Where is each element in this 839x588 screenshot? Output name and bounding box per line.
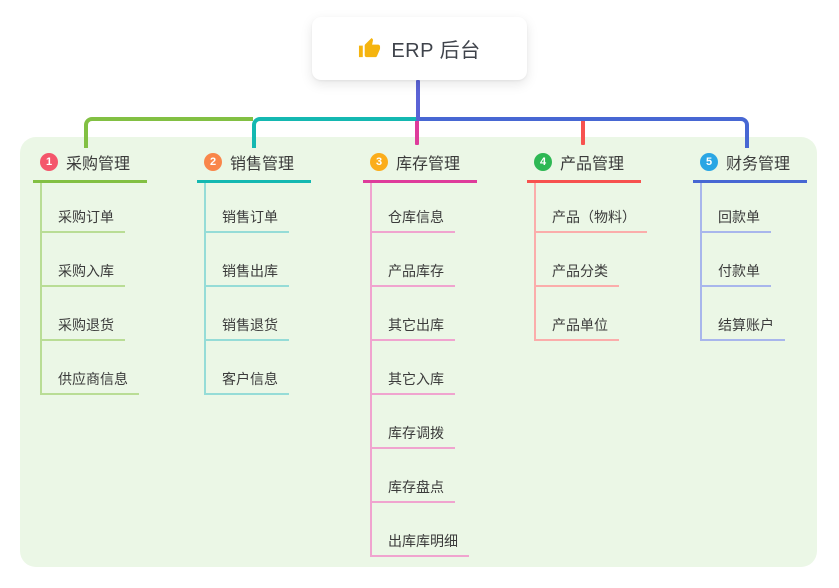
branch-item: 销售订单 [206,183,289,233]
root-connector-line [416,80,420,121]
branch-item: 库存盘点 [372,449,455,503]
branch-title-label: 库存管理 [396,156,461,173]
branches-panel [20,137,817,567]
branch-number-badge: 5 [700,153,718,171]
branch-title: 2 销售管理 [197,150,311,183]
branch-item: 其它出库 [372,287,455,341]
branch-5: 5 财务管理 回款单付款单结算账户 [693,150,807,341]
branch-items: 销售订单销售出库销售退货客户信息 [204,183,289,395]
branch-title: 3 库存管理 [363,150,477,183]
branch-number-badge: 4 [534,153,552,171]
branch-item: 结算账户 [702,287,785,341]
connector-branch-4 [581,119,585,145]
branch-item: 付款单 [702,233,771,287]
branch-number-badge: 2 [204,153,222,171]
branch-number-badge: 1 [40,153,58,171]
branch-title-label: 采购管理 [66,156,131,173]
branch-items: 产品（物料）产品分类产品单位 [534,183,647,341]
branch-item: 产品单位 [536,287,619,341]
root-node-title: ERP 后台 [391,40,481,62]
connector-branch-2 [252,117,418,148]
branch-items: 采购订单采购入库采购退货供应商信息 [40,183,139,395]
branch-title: 1 采购管理 [33,150,147,183]
branch-number-badge: 3 [370,153,388,171]
branch-item: 其它入库 [372,341,455,395]
branch-item: 产品（物料） [536,183,647,233]
root-node: ERP 后台 [312,17,527,80]
connector-branch-3 [415,119,419,145]
branch-item: 采购入库 [42,233,125,287]
branch-item: 库存调拨 [372,395,455,449]
connector-branch-1 [84,117,253,148]
branch-items: 仓库信息产品库存其它出库其它入库库存调拨库存盘点出库库明细 [370,183,469,557]
branch-item: 供应商信息 [42,341,139,395]
branch-item: 产品库存 [372,233,455,287]
branch-title-label: 销售管理 [230,156,295,173]
branch-item: 产品分类 [536,233,619,287]
branch-4: 4 产品管理 产品（物料）产品分类产品单位 [527,150,647,341]
branch-item: 采购订单 [42,183,125,233]
thumbs-up-icon [359,37,381,58]
branch-title-label: 产品管理 [560,156,625,173]
branch-title: 4 产品管理 [527,150,641,183]
branch-item: 销售退货 [206,287,289,341]
branch-3: 3 库存管理 仓库信息产品库存其它出库其它入库库存调拨库存盘点出库库明细 [363,150,477,557]
branch-item: 采购退货 [42,287,125,341]
connector-branch-5 [418,117,749,148]
branch-1: 1 采购管理 采购订单采购入库采购退货供应商信息 [33,150,147,395]
branch-title: 5 财务管理 [693,150,807,183]
branch-item: 出库库明细 [372,503,469,557]
branch-item: 客户信息 [206,341,289,395]
branch-title-label: 财务管理 [726,156,791,173]
branch-2: 2 销售管理 销售订单销售出库销售退货客户信息 [197,150,311,395]
branch-items: 回款单付款单结算账户 [700,183,785,341]
branch-item: 回款单 [702,183,771,233]
branch-item: 仓库信息 [372,183,455,233]
branch-item: 销售出库 [206,233,289,287]
